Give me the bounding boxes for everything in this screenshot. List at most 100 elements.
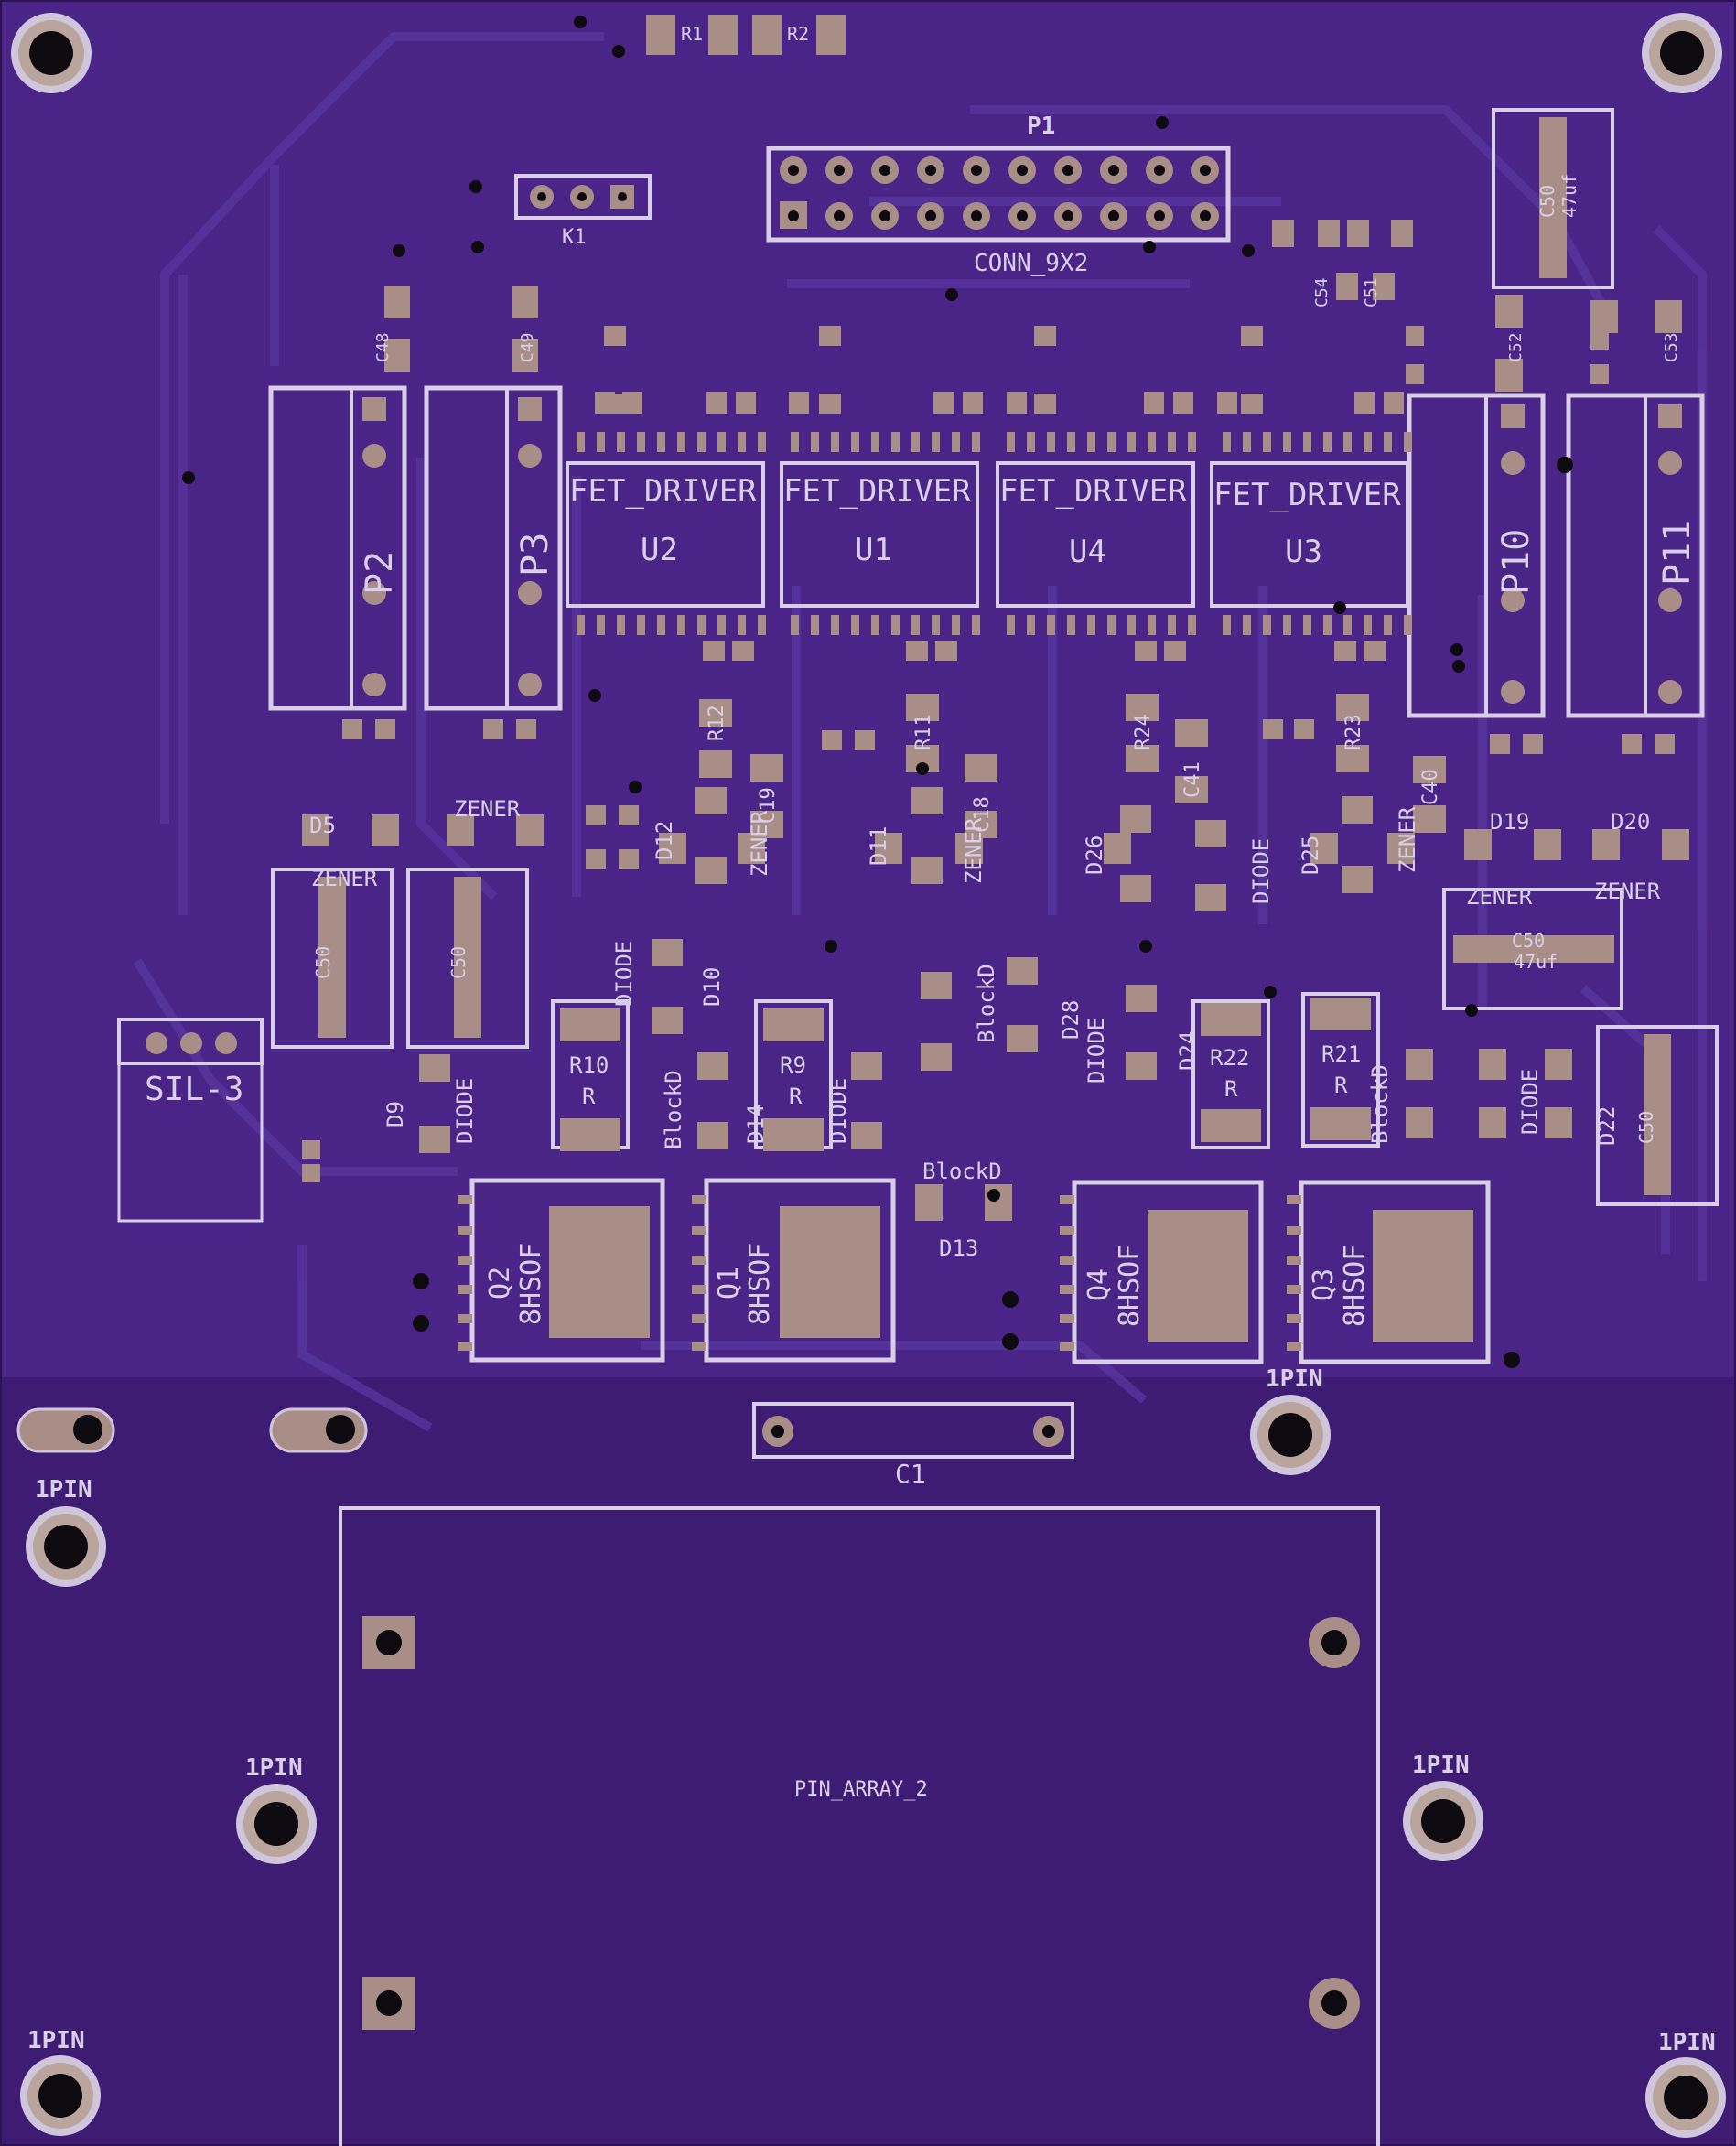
label-diode: DIODE — [1517, 1069, 1543, 1135]
label-d24: D24 — [1175, 1031, 1201, 1071]
label-r21: R21 — [1321, 1041, 1361, 1067]
label-p3: P3 — [514, 533, 556, 577]
label-c50: C50 — [447, 946, 469, 979]
label-u4: U4 — [1069, 534, 1106, 570]
label-r11: R11 — [912, 714, 935, 750]
label-d22: D22 — [1594, 1106, 1620, 1146]
label-8hsof: 8HSOF — [1339, 1245, 1371, 1327]
vias — [182, 16, 1573, 1368]
label-diode: DIODE — [1084, 1018, 1109, 1084]
label-pin-array-2: PIN_ARRAY_2 — [794, 1778, 928, 1801]
label-p10: P10 — [1495, 529, 1537, 595]
label-zener: ZENER — [961, 817, 987, 884]
label-zener: ZENER — [1466, 884, 1533, 910]
label-blockd: BlockD — [661, 1070, 686, 1149]
label-r: R — [1224, 1076, 1238, 1102]
label-1pin: 1PIN — [35, 1476, 92, 1504]
label-8hsof: 8HSOF — [1114, 1245, 1146, 1327]
connector-p11: P11 — [1566, 393, 1705, 718]
label-c18: C18 — [971, 796, 994, 833]
label-c53: C53 — [1662, 332, 1681, 362]
connector-p3: P3 — [424, 385, 563, 711]
label-d20: D20 — [1611, 809, 1650, 835]
label-diode: DIODE — [452, 1078, 478, 1144]
mosfets: Q2 8HSOF Q1 8HSOF Q4 8HSOF Q3 8HSOF — [458, 1178, 1491, 1364]
label-k1: K1 — [562, 226, 587, 249]
label-c1: C1 — [895, 1459, 926, 1489]
connector-k1: K1 — [514, 174, 652, 249]
label-p2: P2 — [359, 551, 401, 595]
label-zener: ZENER — [454, 796, 521, 822]
label-c52: C52 — [1506, 332, 1526, 362]
label-47uf: 47uf — [1558, 174, 1580, 218]
label-r: R — [1334, 1073, 1348, 1098]
smd-components-middle — [342, 641, 1675, 869]
label-c54: C54 — [1312, 277, 1332, 307]
label-r: R — [582, 1084, 596, 1109]
label-r1: R1 — [681, 23, 703, 45]
connector-p1: P1 CONN_9X2 — [766, 113, 1231, 277]
label-c41: C41 — [1181, 761, 1204, 798]
pin-array-2: PIN_ARRAY_2 — [339, 1506, 1380, 2146]
label-c50: C50 — [312, 946, 334, 979]
label-conn-9x2: CONN_9X2 — [974, 250, 1088, 277]
label-r12: R12 — [706, 705, 728, 741]
label-d5: D5 — [309, 813, 336, 838]
label-d26: D26 — [1082, 836, 1107, 875]
label-q1: Q1 — [713, 1267, 745, 1299]
label-p11: P11 — [1656, 520, 1698, 586]
label-zener: ZENER — [311, 866, 378, 891]
label-zener: ZENER — [1594, 879, 1661, 904]
label-d13: D13 — [939, 1235, 978, 1261]
resistors-power: R10 R R9 R R22 R R21 R — [551, 992, 1380, 1151]
label-d11: D11 — [866, 826, 891, 866]
label-d12: D12 — [652, 821, 677, 860]
smd-components-upper — [384, 220, 1682, 414]
resistor-r1-r2: R1 R2 — [646, 15, 846, 55]
label-d28: D28 — [1058, 1000, 1084, 1040]
label-c19: C19 — [757, 787, 780, 824]
label-d10: D10 — [699, 967, 725, 1007]
label-47uf: 47uf — [1514, 951, 1558, 973]
connector-sil3: SIL-3 — [117, 1018, 320, 1223]
label-c50: C50 — [1537, 185, 1558, 218]
label-r24: R24 — [1132, 714, 1155, 750]
copper-traces — [133, 32, 1707, 1432]
slot-pads — [16, 1407, 368, 1453]
label-r9: R9 — [780, 1052, 806, 1078]
label-diode: DIODE — [611, 941, 637, 1007]
label-fet-driver: FET_DRIVER — [569, 473, 757, 510]
label-c50: C50 — [1512, 930, 1545, 952]
label-fet-driver: FET_DRIVER — [1213, 477, 1401, 513]
label-blockd: BlockD — [922, 1159, 1002, 1184]
label-c50: C50 — [1635, 1111, 1657, 1144]
label-c49: C49 — [518, 332, 537, 362]
label-8hsof: 8HSOF — [744, 1243, 776, 1325]
mounting-holes — [11, 13, 1726, 2138]
label-8hsof: 8HSOF — [515, 1243, 547, 1325]
label-1pin: 1PIN — [27, 2027, 85, 2054]
label-diode: DIODE — [1248, 838, 1274, 904]
label-u2: U2 — [641, 532, 678, 568]
diodes: D5 ZENER ZENER D12 ZENER D11 ZENER D26 D… — [302, 787, 1689, 1261]
label-sil3: SIL-3 — [145, 1071, 243, 1108]
label-u3: U3 — [1285, 534, 1322, 570]
capacitor-c1: C1 — [752, 1402, 1074, 1489]
label-c40: C40 — [1419, 769, 1442, 805]
label-zener: ZENER — [747, 810, 772, 877]
label-r2: R2 — [787, 23, 809, 45]
label-q4: Q4 — [1083, 1268, 1115, 1301]
label-fet-driver: FET_DRIVER — [999, 473, 1187, 510]
label-d19: D19 — [1490, 809, 1529, 835]
label-1pin: 1PIN — [245, 1754, 303, 1782]
label-1pin: 1PIN — [1266, 1365, 1323, 1393]
label-q3: Q3 — [1308, 1268, 1340, 1301]
label-c51: C51 — [1362, 277, 1381, 307]
label-p1: P1 — [1027, 113, 1055, 140]
label-zener: ZENER — [1395, 806, 1420, 873]
label-blockd: BlockD — [974, 964, 999, 1043]
label-fet-driver: FET_DRIVER — [783, 473, 971, 510]
label-r22: R22 — [1210, 1045, 1249, 1071]
label-r10: R10 — [569, 1052, 609, 1078]
